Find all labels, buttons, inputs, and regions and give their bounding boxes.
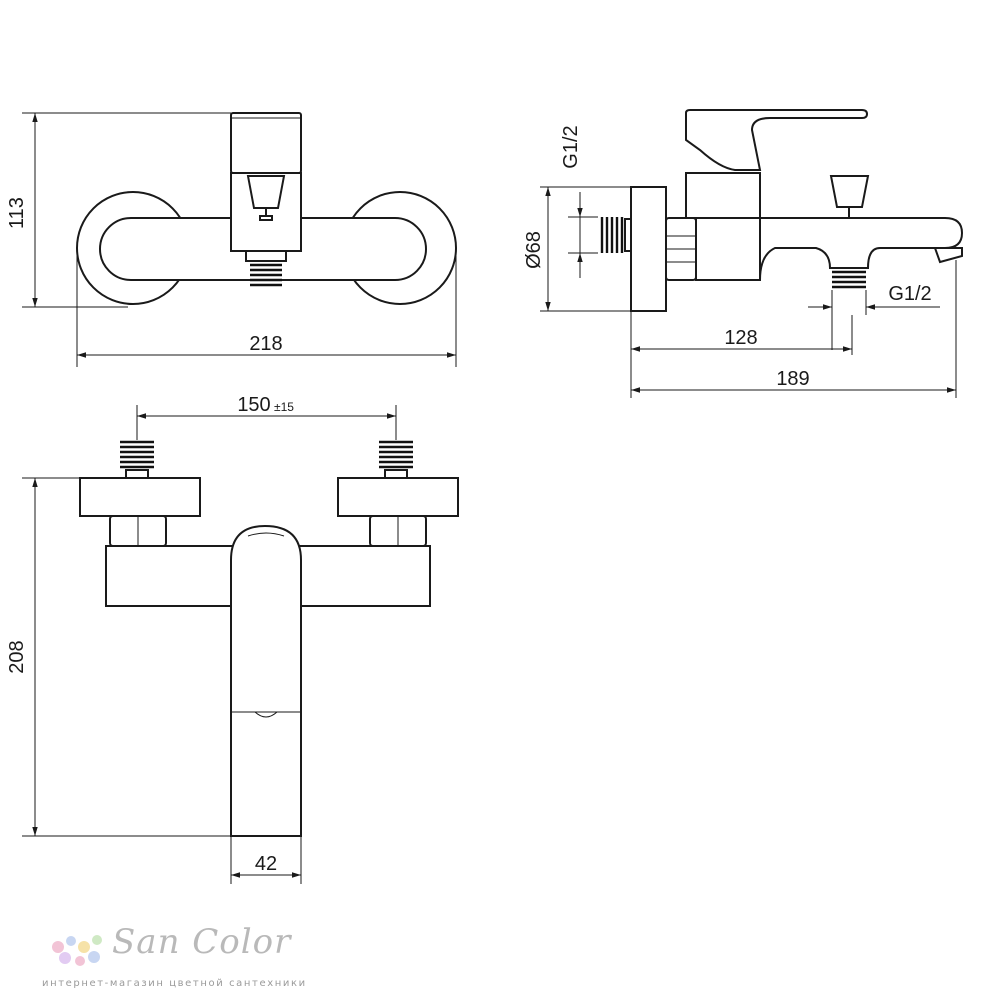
dim-side-depth-full: 189: [776, 368, 809, 390]
dim-top-spout-width: 42: [255, 853, 277, 875]
dim-top-spacing-tol: ±15: [274, 400, 294, 414]
dim-side-diameter: Ø68: [523, 231, 545, 269]
side-inlet-thread: [600, 217, 632, 253]
side-spout: [759, 217, 964, 281]
top-view: 150 ±15 208 42: [6, 394, 459, 884]
dim-top-height: 208: [6, 640, 28, 673]
dim-front-width: 218: [249, 333, 282, 355]
dim-side-thread-top: G1/2: [560, 125, 582, 168]
dim-side-depth-short: 128: [724, 327, 757, 349]
lever-handle: [230, 112, 302, 174]
diverter-knob: [246, 175, 286, 209]
side-aerator: [933, 247, 963, 264]
front-view: 113 218: [6, 112, 457, 367]
top-right-flange: [337, 477, 459, 517]
side-outlet-thread: [832, 270, 866, 289]
brand-name: San Color: [112, 922, 292, 962]
outlet-nut: [245, 250, 287, 262]
side-view: G1/2 Ø68 G1/2 128 189: [523, 109, 964, 398]
top-left-thread: [120, 440, 154, 479]
side-body: [695, 217, 761, 281]
brand-subtitle: интернет-магазин цветной сантехники: [42, 978, 307, 989]
side-wall-flange: [630, 186, 667, 312]
dim-top-spacing: 150: [237, 394, 270, 416]
side-lever: [685, 109, 869, 171]
side-diverter-knob: [829, 175, 870, 208]
side-cartridge: [685, 172, 761, 219]
top-right-thread: [379, 440, 413, 479]
top-spout: [230, 524, 302, 837]
brand-logo-dots: [52, 935, 102, 966]
outlet-thread: [250, 263, 282, 287]
top-left-flange: [79, 477, 201, 517]
dim-side-thread-bottom: G1/2: [888, 283, 931, 305]
dim-front-height: 113: [6, 197, 28, 229]
